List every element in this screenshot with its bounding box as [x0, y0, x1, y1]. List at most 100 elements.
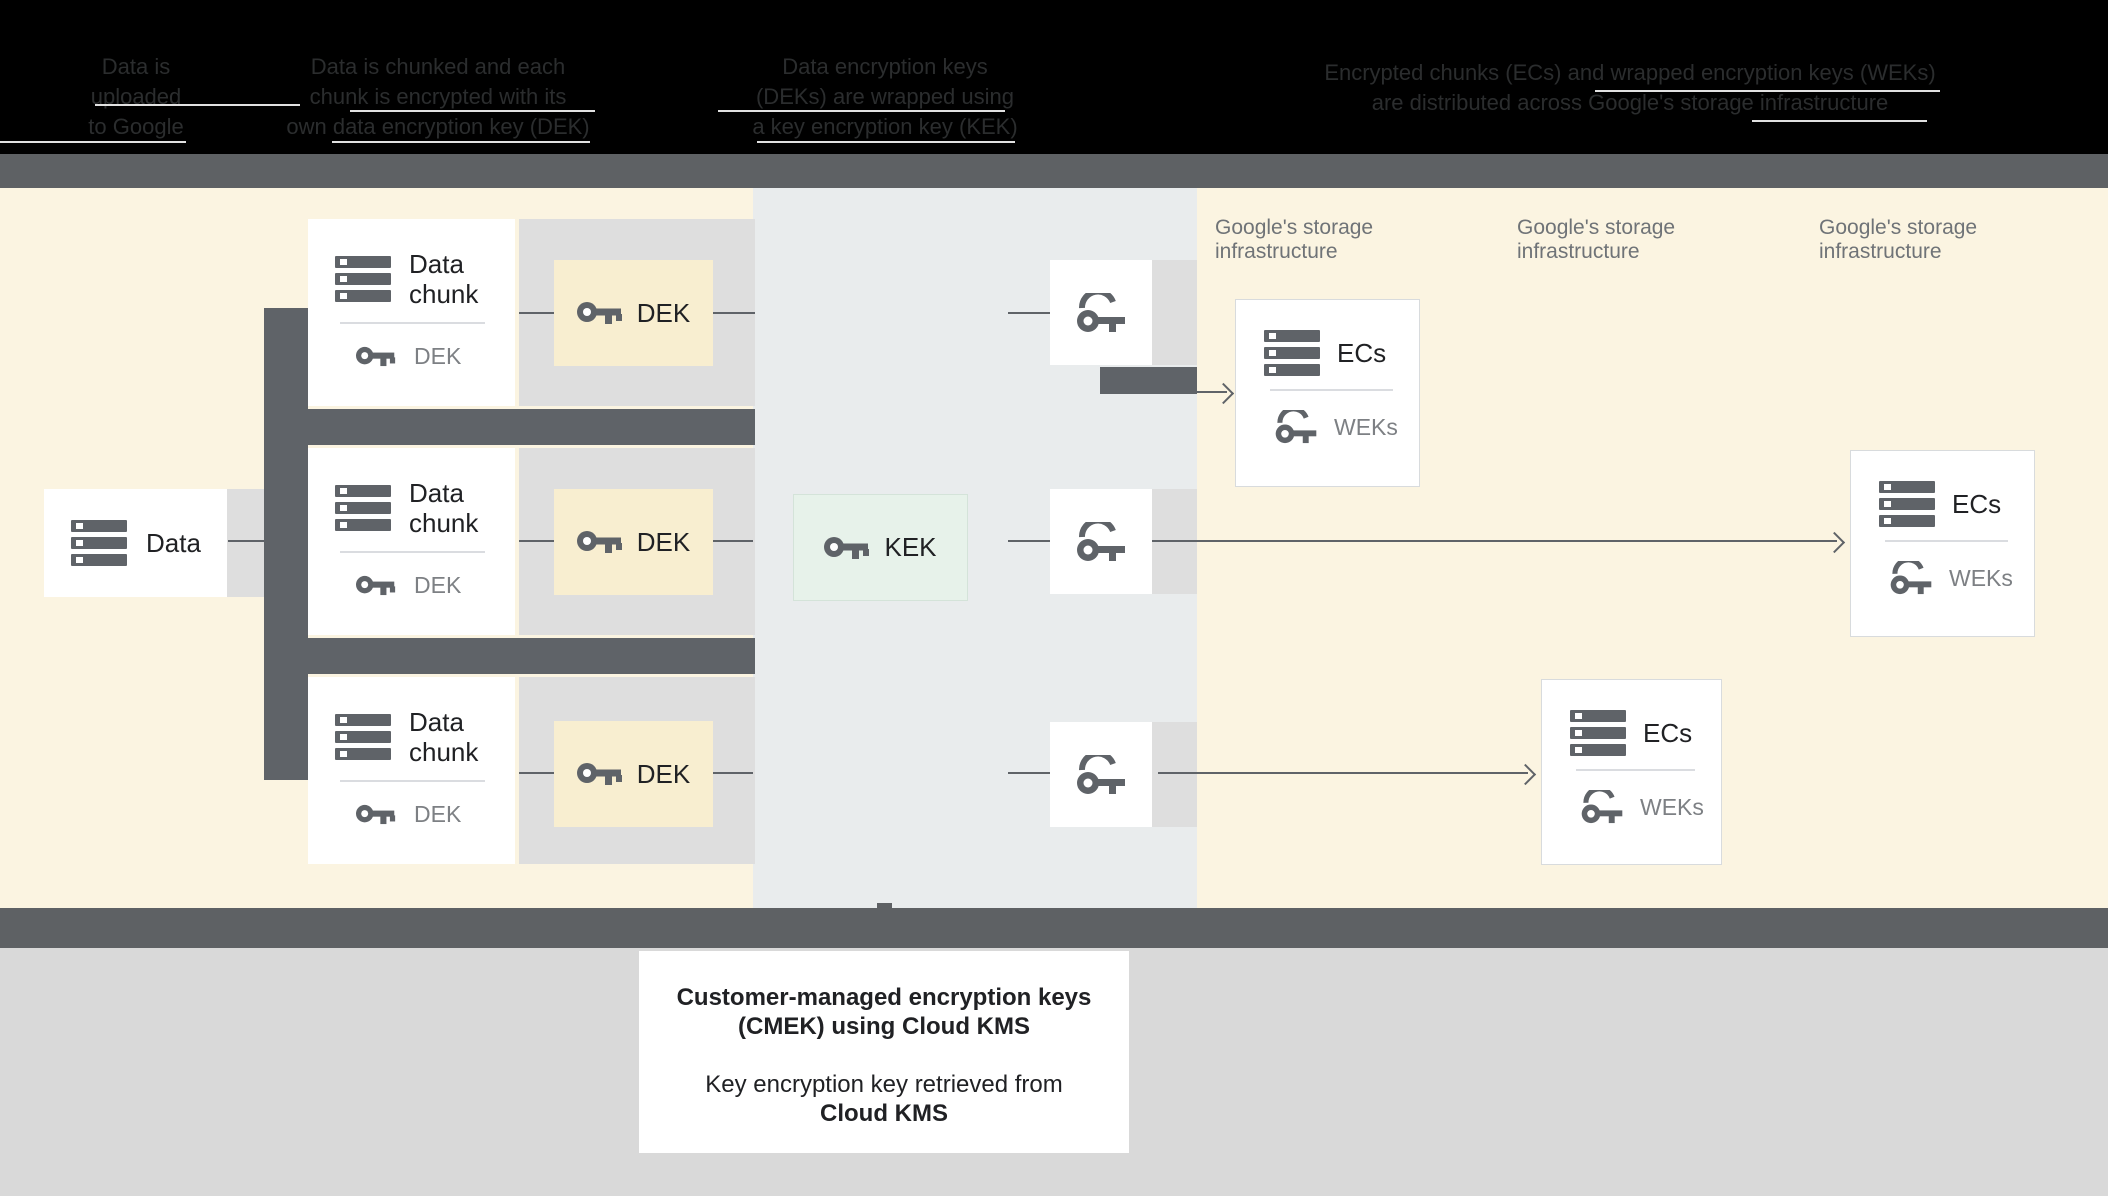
wrapped-key-icon [1580, 790, 1624, 824]
ecs-weks-label: WEKs [1640, 793, 1704, 820]
dek-box-label: DEK [636, 297, 691, 328]
caption-line: (DEKs) are wrapped using [755, 84, 1014, 109]
label-line: Google's storage [1215, 216, 1374, 239]
box-divider [1270, 389, 1393, 391]
key-icon [576, 529, 623, 555]
trunk-connector [264, 308, 308, 780]
wrapped-key-icon [1075, 292, 1127, 333]
connector-line [519, 772, 554, 774]
ecs-title: ECs [1952, 488, 2002, 519]
storage-icon [1570, 710, 1626, 756]
caption-column-3: Data encryption keys (DEKs) are wrapped … [740, 52, 1030, 142]
wrapped-key-box-1 [1050, 260, 1152, 365]
label-line: Google's storage [1517, 216, 1676, 239]
chunk-title: Data chunk [409, 707, 479, 767]
caption-column-4: Encrypted chunks (ECs) and wrapped encry… [1290, 58, 1970, 118]
ecs-box-1: ECs WEKs [1235, 299, 1420, 487]
separator-bar-top [0, 154, 2108, 188]
chunk-dek-label: DEK [414, 343, 462, 369]
storage-icon [334, 485, 392, 531]
chunk-dek-label: DEK [414, 801, 462, 827]
ecs-box-2: ECs WEKs [1850, 450, 2035, 637]
ecs-title: ECs [1337, 337, 1387, 368]
storage-icon [334, 256, 392, 302]
ecs-weks-label: WEKs [1334, 413, 1398, 440]
caption-line: a key encryption key (KEK) [752, 114, 1018, 139]
data-box: Data [44, 489, 227, 597]
box-divider [340, 322, 485, 324]
caption-column-1: Data is uploaded to Google [56, 52, 216, 142]
box-divider [340, 780, 485, 782]
caption-column-2: Data is chunked and each chunk is encryp… [268, 52, 608, 142]
header-band [0, 0, 2108, 154]
key-icon [824, 535, 870, 561]
wrapped-key-icon [1889, 561, 1933, 595]
callout-box: Customer-managed encryption keys (CMEK) … [639, 951, 1129, 1153]
storage-icon [334, 714, 392, 760]
key-icon [576, 761, 623, 787]
connector-line [228, 540, 268, 542]
callout-line-4: Cloud KMS [820, 1100, 948, 1127]
label-line: infrastructure [1819, 240, 1942, 263]
dek-box-label: DEK [636, 526, 691, 557]
chunk-title: Data chunk [409, 478, 479, 538]
underline-streak [1752, 120, 1927, 122]
caption-line: are distributed across Google's storage … [1371, 90, 1889, 115]
label-line: infrastructure [1215, 240, 1338, 263]
wrapped-key-icon [1075, 754, 1127, 795]
box-divider [340, 551, 485, 553]
caption-line: Data encryption keys [782, 54, 988, 79]
dek-box-3: DEK [554, 721, 713, 827]
dek-box-1: DEK [554, 260, 713, 366]
underline-streak [95, 104, 300, 106]
dek-box-label: DEK [636, 758, 691, 789]
connector-line [1008, 312, 1050, 314]
chunk-gap-band [264, 409, 755, 445]
callout-line-1: Customer-managed encryption keys [676, 984, 1092, 1011]
storage-icon [1879, 481, 1935, 527]
storage-infrastructure-label-3: Google's storage infrastructure [1819, 216, 1977, 264]
wrapped-key-box-3 [1050, 722, 1152, 827]
data-chunk-box-2: Data chunk DEK [308, 448, 515, 635]
caption-line: own data encryption key (DEK) [286, 114, 590, 139]
storage-icon [70, 520, 128, 566]
chunk-dek-label: DEK [414, 572, 462, 598]
underline-streak [332, 141, 590, 143]
caption-line: chunk is encrypted with its [309, 84, 567, 109]
ecs-weks-label: WEKs [1949, 564, 2013, 591]
connector-line [1008, 772, 1050, 774]
wrapped-key-extension [1152, 722, 1197, 827]
connector-line [519, 540, 554, 542]
storage-infrastructure-label-2: Google's storage infrastructure [1517, 216, 1675, 264]
connector-line [713, 540, 753, 542]
callout-line-3: Key encryption key retrieved from [705, 1071, 1063, 1098]
connector-line [519, 312, 554, 314]
label-line: Google's storage [1819, 216, 1978, 239]
ecs-title: ECs [1643, 717, 1693, 748]
kek-box: KEK [793, 494, 968, 601]
key-icon [356, 803, 396, 826]
caption-line: to Google [88, 114, 184, 139]
underline-streak [1595, 90, 1940, 92]
box-divider [1885, 540, 2008, 542]
underline-streak [350, 110, 595, 112]
wrapped-key-icon [1075, 521, 1127, 562]
wrap-indicator-bar [1100, 367, 1197, 394]
callout-spacer [639, 1041, 1129, 1070]
kek-box-label: KEK [884, 532, 937, 562]
connector-line [1008, 540, 1050, 542]
connector-line [713, 772, 753, 774]
ecs-box-3: ECs WEKs [1541, 679, 1722, 865]
wrapped-key-icon [1274, 410, 1318, 444]
callout-line-2: (CMEK) using Cloud KMS [738, 1013, 1030, 1040]
arrow-line [1197, 391, 1227, 393]
chunk-gap-band [264, 638, 755, 674]
data-chunk-box-1: Data chunk DEK [308, 219, 515, 406]
caption-line: uploaded [90, 84, 182, 109]
data-box-label: Data [146, 527, 201, 558]
arrow-line [1158, 772, 1528, 774]
wrapped-key-extension [1152, 260, 1197, 365]
box-divider [1576, 769, 1695, 771]
caption-line: Data is chunked and each [310, 54, 566, 79]
